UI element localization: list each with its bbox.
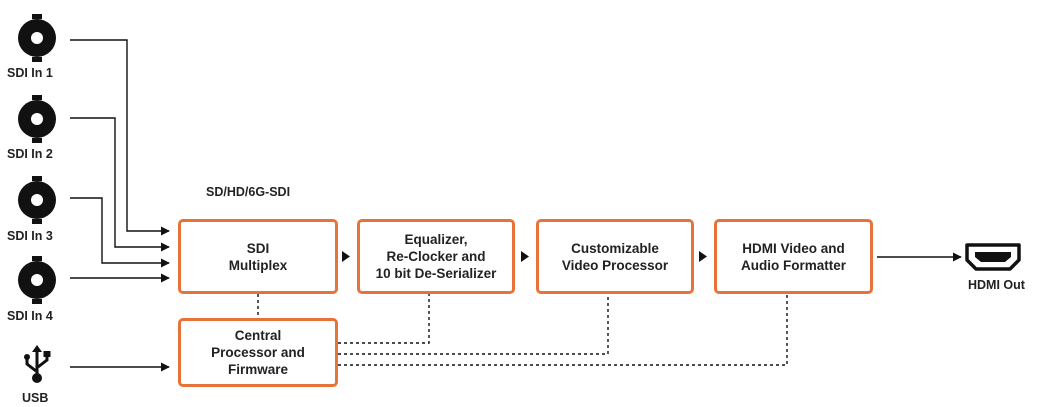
usb-icon bbox=[24, 345, 51, 383]
bnc-connector-icon bbox=[18, 176, 56, 224]
central-processor-block: Central Processor and Firmware bbox=[178, 318, 338, 387]
arrow-multiplex-to-equalizer bbox=[342, 251, 350, 262]
sdi-in-2-label: SDI In 2 bbox=[7, 147, 53, 161]
hdmi-formatter-block: HDMI Video and Audio Formatter bbox=[714, 219, 873, 294]
sdi-in-3-label: SDI In 3 bbox=[7, 229, 53, 243]
sdi-multiplex-block: SDI Multiplex bbox=[178, 219, 338, 294]
sdi-in-3-wire bbox=[70, 197, 170, 268]
control-line-equalizer bbox=[338, 294, 430, 344]
usb-label: USB bbox=[22, 391, 49, 405]
sdi-in-1-wire bbox=[70, 39, 170, 236]
hdmi-connector-icon bbox=[965, 243, 1021, 271]
hdmi-out-label: HDMI Out bbox=[968, 278, 1025, 292]
bnc-connector-icon bbox=[18, 95, 56, 143]
sdi-in-1-label: SDI In 1 bbox=[7, 66, 53, 80]
sdi-format-label: SD/HD/6G-SDI bbox=[206, 185, 291, 199]
equalizer-block: Equalizer, Re-Clocker and 10 bit De-Seri… bbox=[357, 219, 515, 294]
arrow-processor-to-formatter bbox=[699, 251, 707, 262]
equalizer-label: Equalizer, Re-Clocker and 10 bit De-Seri… bbox=[375, 232, 497, 281]
sdi-in-4-label: SDI In 4 bbox=[7, 309, 53, 323]
central-processor-label: Central Processor and Firmware bbox=[211, 328, 305, 377]
video-processor-label: Customizable Video Processor bbox=[561, 240, 669, 273]
sdi-multiplex-label: SDI Multiplex bbox=[228, 240, 288, 273]
video-processor-block: Customizable Video Processor bbox=[536, 219, 694, 294]
bnc-connector-icon bbox=[18, 256, 56, 304]
control-line-processor bbox=[338, 294, 609, 355]
sdi-in-2-wire bbox=[70, 117, 170, 252]
arrow-equalizer-to-processor bbox=[521, 251, 529, 262]
bnc-connector-icon bbox=[18, 14, 56, 62]
hdmi-formatter-label: HDMI Video and Audio Formatter bbox=[740, 240, 846, 273]
